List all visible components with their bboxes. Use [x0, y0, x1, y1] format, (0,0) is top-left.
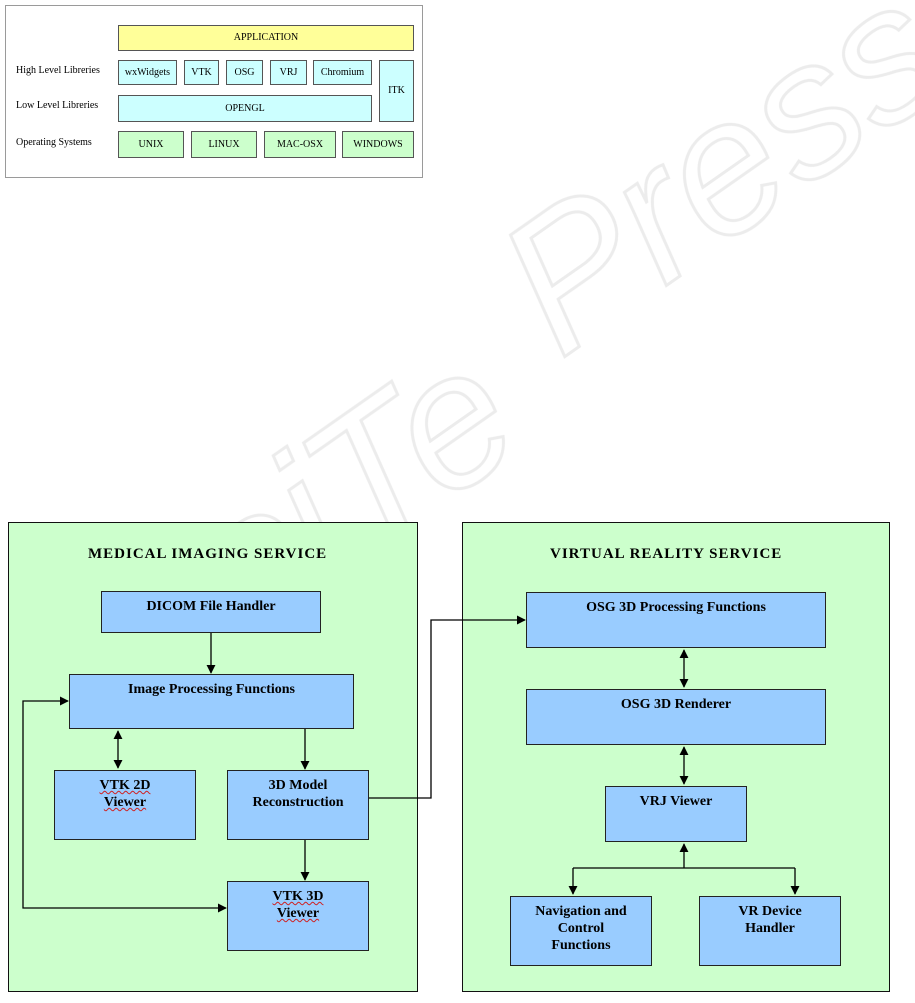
lib-itk: ITK [379, 60, 414, 122]
osg-3d-processing-box: OSG 3D Processing Functions [526, 592, 826, 648]
vtk-3d-viewer-box: VTK 3D Viewer [227, 881, 369, 951]
vr-panel-title: VIRTUAL REALITY SERVICE [550, 546, 783, 562]
lib-vtk: VTK [184, 60, 219, 85]
arrow-feedback-loop [22, 696, 227, 913]
image-processing-label: Image Processing Functions [128, 682, 295, 697]
dicom-file-handler-box: DICOM File Handler [101, 591, 321, 633]
lib-opengl: OPENGL [118, 95, 372, 122]
vr-device-handler-box: VR Device Handler [699, 896, 841, 966]
lib-vrj: VRJ [270, 60, 307, 85]
vrj-viewer-label: VRJ Viewer [639, 794, 713, 809]
vtk-3d-viewer-label: VTK 3D Viewer [272, 889, 324, 921]
lib-osg: OSG [226, 60, 263, 85]
3d-model-reconstruction-box: 3D Model Reconstruction [227, 770, 369, 840]
medical-panel-title: MEDICAL IMAGING SERVICE [88, 546, 328, 562]
vr-device-handler-label: VR Device Handler [738, 904, 802, 936]
osg-3d-processing-label: OSG 3D Processing Functions [586, 600, 766, 615]
arrow-model-to-osg [369, 615, 526, 799]
os-mac-osx: MAC-OSX [264, 131, 336, 158]
dicom-file-handler-label: DICOM File Handler [146, 599, 276, 614]
os-windows: WINDOWS [342, 131, 414, 158]
navigation-control-label: Navigation and Control Functions [535, 904, 627, 953]
osg-3d-renderer-box: OSG 3D Renderer [526, 689, 826, 745]
3d-model-reconstruction-label: 3D Model Reconstruction [252, 778, 344, 810]
application-layer: APPLICATION [118, 25, 414, 51]
row-label-high-level: High Level Libreries [16, 65, 100, 76]
row-label-low-level: Low Level Libreries [16, 100, 99, 111]
lib-chromium: Chromium [313, 60, 372, 85]
row-label-operating-systems: Operating Systems [16, 137, 92, 148]
osg-3d-renderer-label: OSG 3D Renderer [620, 697, 732, 712]
navigation-control-box: Navigation and Control Functions [510, 896, 652, 966]
lib-wxwidgets: wxWidgets [118, 60, 177, 85]
vrj-viewer-box: VRJ Viewer [605, 786, 747, 842]
os-unix: UNIX [118, 131, 184, 158]
os-linux: LINUX [191, 131, 257, 158]
